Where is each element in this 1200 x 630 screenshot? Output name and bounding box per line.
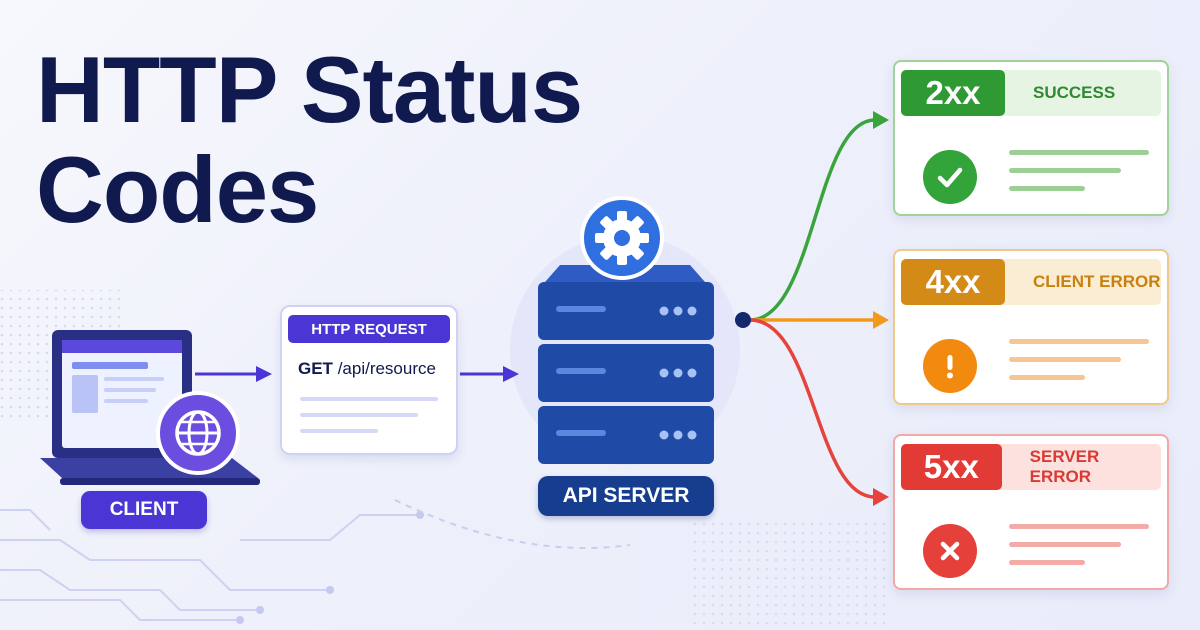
status-header: 4xx CLIENT ERROR <box>901 259 1161 305</box>
status-card-5xx: 5xx SERVER ERROR <box>893 434 1169 590</box>
http-request-card: HTTP REQUEST GET /api/resource <box>280 305 458 455</box>
title-line-2: Codes <box>36 137 319 242</box>
client-label: CLIENT <box>81 491 207 529</box>
placeholder-line <box>1009 524 1149 529</box>
dot-pattern-left <box>0 290 120 420</box>
circuit-nodes <box>236 511 424 624</box>
dot-pattern-bottom <box>690 520 890 630</box>
status-label: CLIENT ERROR <box>1033 272 1161 291</box>
placeholder-line <box>1009 357 1121 362</box>
placeholder-line <box>300 429 378 433</box>
api-server-label: API SERVER <box>538 476 714 516</box>
server-halo <box>510 235 740 465</box>
status-code: 5xx <box>901 444 1002 490</box>
request-line: GET /api/resource <box>298 359 436 379</box>
status-card-2xx: 2xx SUCCESS <box>893 60 1169 216</box>
placeholder-line <box>1009 375 1085 380</box>
status-code: 4xx <box>901 259 1005 305</box>
status-header: 5xx SERVER ERROR <box>901 444 1161 490</box>
placeholder-line <box>300 397 438 401</box>
x-icon <box>923 524 977 578</box>
placeholder-line <box>1009 339 1149 344</box>
title-line-1: HTTP Status <box>36 37 583 142</box>
status-header: 2xx SUCCESS <box>901 70 1161 116</box>
status-label: SERVER ERROR <box>1029 447 1100 486</box>
placeholder-line <box>1009 186 1085 191</box>
request-path: /api/resource <box>337 359 436 378</box>
page-title: HTTP Status Codes <box>36 37 583 242</box>
exclamation-icon <box>923 339 977 393</box>
check-icon <box>923 150 977 204</box>
status-card-4xx: 4xx CLIENT ERROR <box>893 249 1169 405</box>
placeholder-line <box>1009 150 1149 155</box>
placeholder-line <box>1009 542 1121 547</box>
placeholder-line <box>1009 560 1085 565</box>
request-method: GET <box>298 359 333 378</box>
request-header: HTTP REQUEST <box>288 315 450 343</box>
circuit-lines <box>0 509 420 621</box>
status-label: SUCCESS <box>1033 83 1116 102</box>
placeholder-line <box>300 413 418 417</box>
placeholder-line <box>1009 168 1121 173</box>
status-code: 2xx <box>901 70 1005 116</box>
